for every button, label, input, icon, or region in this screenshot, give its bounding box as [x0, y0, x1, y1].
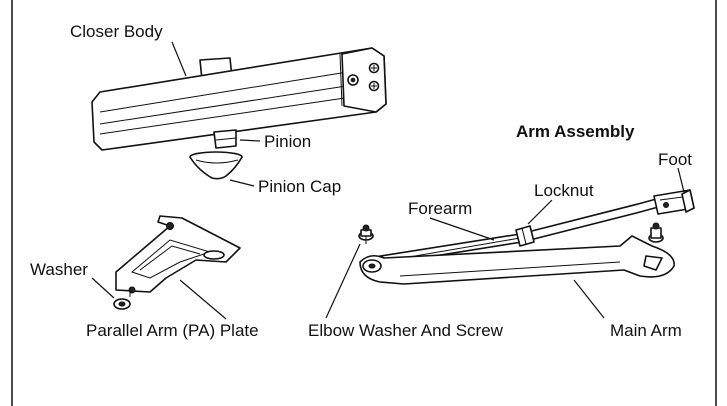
main-arm — [359, 235, 675, 285]
forearm-label: Forearm — [408, 199, 472, 218]
foot — [653, 189, 695, 215]
main-arm-leader — [573, 279, 605, 319]
closer-body — [91, 47, 387, 151]
closer-body-label: Closer Body — [70, 22, 163, 41]
foot-label: Foot — [658, 150, 692, 169]
pinion-label: Pinion — [264, 132, 311, 151]
main-arm-screw — [648, 222, 664, 243]
elbow-washer-label: Elbow Washer And Screw — [308, 321, 504, 340]
foot-leader — [677, 167, 685, 193]
washer-label: Washer — [30, 260, 88, 279]
locknut-label: Locknut — [534, 181, 594, 200]
washer — [113, 298, 131, 310]
pa-plate-leader — [179, 279, 227, 320]
pinion-cap-leader — [229, 179, 255, 187]
locknut — [515, 225, 535, 247]
forearm-leader — [429, 217, 495, 241]
arm-assembly-label: Arm Assembly — [516, 122, 635, 141]
elbow-washer-leader — [325, 243, 361, 319]
elbow-washer-and-screw — [358, 224, 374, 244]
pa-plate-label: Parallel Arm (PA) Plate — [86, 321, 259, 340]
pinion — [213, 129, 237, 149]
washer-leader — [91, 277, 115, 299]
pinion-leader — [239, 139, 261, 142]
main-arm-label: Main Arm — [610, 321, 682, 340]
parallel-arm-plate — [115, 215, 241, 297]
pinion-cap — [189, 151, 243, 180]
closer-body-leader — [171, 41, 187, 77]
locknut-leader — [527, 199, 553, 225]
pinion-cap-label: Pinion Cap — [258, 177, 341, 196]
